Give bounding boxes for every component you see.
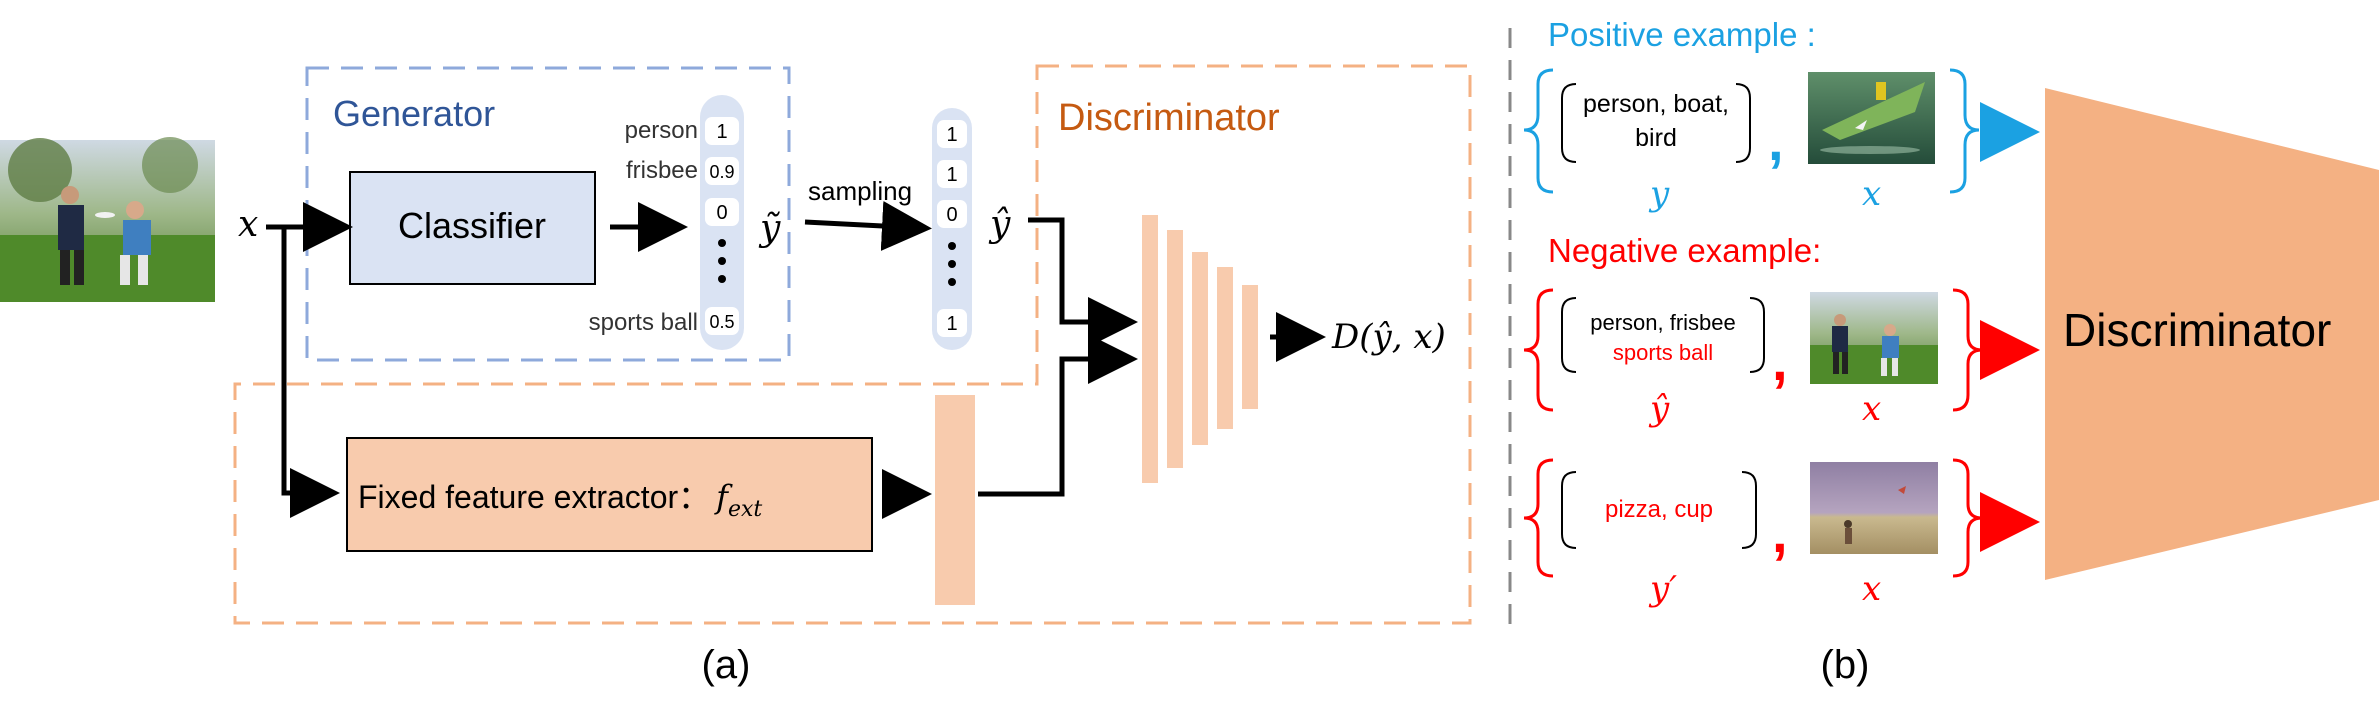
negative1-brace-right — [1952, 288, 1983, 412]
positive-photo — [1808, 72, 1935, 164]
y-tilde-label: ỹ — [758, 208, 781, 249]
negative1-labels-2: sports ball — [1613, 340, 1713, 365]
classifier-label: Classifier — [398, 205, 546, 246]
discriminator-shape-label: Discriminator — [2063, 304, 2331, 356]
prob-person: 1 — [716, 121, 727, 143]
negative1-label-paren — [1561, 297, 1765, 373]
prob-frisbee: 0.9 — [709, 162, 734, 182]
feature-extractor-label: Fixed feature extractor：fext — [358, 478, 762, 522]
positive-y-symbol: y — [1648, 174, 1670, 214]
sampling-label: sampling — [808, 176, 912, 206]
negative-title: Negative example: — [1548, 232, 1821, 269]
negative1-y-symbol: ŷ — [1648, 389, 1670, 429]
discriminator-shape — [2045, 88, 2379, 580]
input-x-label: x — [238, 204, 258, 245]
negative2-brace-right — [1952, 458, 1983, 578]
sample-val-4: 1 — [946, 313, 957, 335]
discriminator-output: D(ŷ, x) — [1331, 317, 1446, 357]
negative1-x-symbol: x — [1862, 389, 1881, 429]
positive-label-paren — [1561, 83, 1751, 163]
positive-labels-2: bird — [1635, 124, 1677, 152]
sample-val-1: 1 — [946, 124, 957, 146]
discriminator-title: Discriminator — [1058, 97, 1280, 139]
positive-brace-right — [1949, 68, 1980, 194]
input-photo — [0, 137, 215, 302]
discriminator-box — [233, 64, 1472, 625]
negative2-labels-1: pizza, cup — [1605, 496, 1713, 523]
sample-val-2: 1 — [946, 164, 957, 186]
prob-sports-ball: 0.5 — [709, 312, 734, 332]
positive-labels-1: person, boat, — [1583, 90, 1729, 118]
negative2-y-symbol: y′ — [1648, 569, 1677, 609]
y-hat-label: ŷ — [988, 204, 1011, 245]
label-person: person — [625, 117, 698, 144]
label-vector-values: 1 0.9 0 0.5 — [705, 117, 739, 335]
sampled-vector-values: 1 1 0 1 — [937, 120, 967, 337]
feature-vector — [935, 395, 975, 605]
negative2-comma: , — [1772, 501, 1788, 564]
feature-extractor-box — [346, 437, 873, 552]
label-frisbee: frisbee — [626, 157, 698, 184]
negative1-labels-1: person, frisbee — [1590, 310, 1736, 335]
positive-comma: , — [1768, 109, 1784, 172]
label-sports-ball: sports ball — [589, 309, 698, 336]
sample-val-3: 0 — [946, 204, 957, 226]
negative2-x-symbol: x — [1862, 569, 1881, 609]
positive-title: Positive example : — [1548, 16, 1816, 53]
negative2-photo — [1810, 462, 1938, 554]
positive-x-symbol: x — [1862, 174, 1881, 214]
positive-brace-left — [1523, 68, 1554, 194]
caption-a: (a) — [702, 643, 751, 687]
negative2-label-paren — [1561, 471, 1757, 549]
discriminator-network — [1142, 215, 1258, 483]
negative1-photo — [1810, 292, 1938, 384]
classifier-box — [349, 171, 596, 285]
negative1-brace-left — [1523, 288, 1554, 412]
generator-title: Generator — [333, 93, 495, 134]
prob-zero: 0 — [716, 202, 727, 224]
caption-b: (b) — [1821, 643, 1870, 687]
negative2-brace-left — [1523, 458, 1554, 578]
negative1-comma: , — [1772, 329, 1788, 392]
